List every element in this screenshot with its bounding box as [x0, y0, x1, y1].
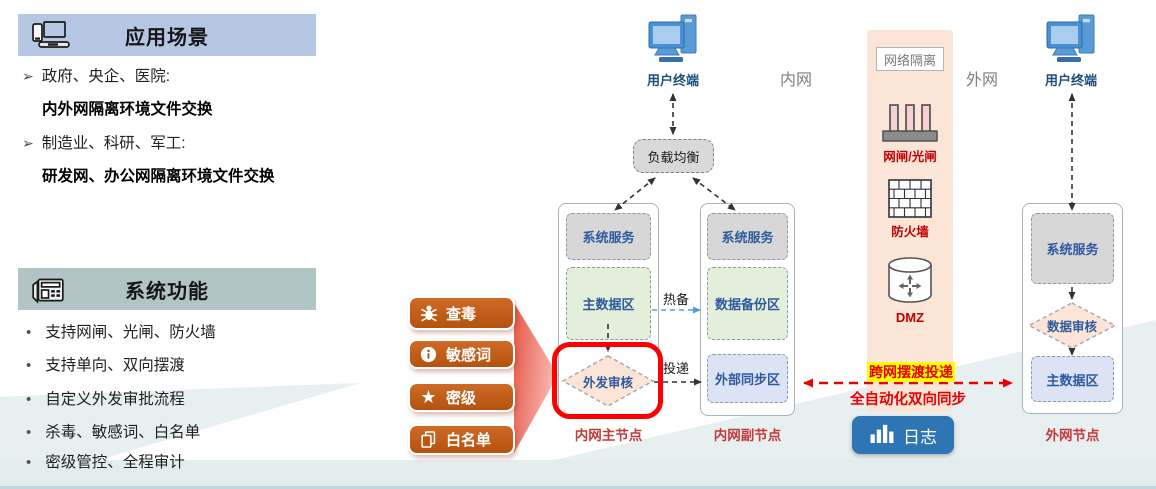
cell-external-data: 主数据区 — [1031, 356, 1114, 402]
zone-label-intranet: 内网 — [780, 72, 813, 89]
load-balancer-box: 负载均衡 — [633, 139, 714, 173]
diamond-data-review: 数据审核 — [1027, 302, 1117, 349]
feature-button-label: 白名单 — [446, 432, 492, 449]
isolation-firewall-label: 防火墙 — [891, 225, 929, 239]
isolation-dmz-label: DMZ — [895, 310, 925, 325]
feature-button-label: 密级 — [446, 389, 477, 407]
bug-icon — [418, 303, 439, 323]
function-item: 杀毒、敏感词、白名单 — [26, 420, 200, 442]
info-icon — [418, 345, 439, 364]
terminal-label-extranet: 用户终端 — [1044, 73, 1097, 88]
diamond-label: 外发审核 — [582, 375, 633, 390]
feature-button-classification[interactable]: ★ 密级 — [408, 382, 515, 412]
zone-label-extranet: 外网 — [966, 72, 999, 89]
feature-button-label: 敏感词 — [446, 346, 492, 364]
function-item: 密级管控、全程审计 — [26, 450, 185, 472]
node-label-intranet-secondary: 内网副节点 — [713, 428, 782, 443]
node-label-extranet: 外网节点 — [1045, 428, 1100, 443]
scenario-item-detail: 研发网、办公网隔离环境文件交换 — [42, 168, 275, 185]
star-icon: ★ — [420, 387, 437, 407]
scenario-item-head: 政府、央企、医院: — [22, 64, 170, 86]
isolation-gate-label: 网闸/光闸 — [883, 150, 937, 164]
feature-button-virus-scan[interactable]: 查毒 — [408, 296, 515, 330]
background-bottom-band — [0, 460, 1156, 489]
function-item: 支持网闸、光闸、防火墙 — [26, 320, 216, 342]
highlight-red-frame — [552, 342, 663, 419]
cell-external-services: 系统服务 — [1031, 213, 1114, 284]
cell-master-services: 系统服务 — [566, 213, 651, 260]
cross-transfer-label-wrap: 跨网摆渡投递 — [861, 362, 961, 382]
auto-sync-label: 全自动化双向同步 — [850, 392, 966, 408]
node-label-intranet-master: 内网主节点 — [574, 428, 643, 443]
log-button[interactable]: 日志 — [852, 416, 954, 454]
link-label-delivery: 投递 — [663, 361, 690, 376]
computer-icon — [1043, 12, 1099, 71]
diamond-outgoing-review: 外发审核 — [561, 355, 655, 407]
bar-chart-icon — [869, 422, 895, 448]
cross-transfer-label: 跨网摆渡投递 — [867, 362, 955, 382]
gate-icon — [882, 102, 938, 149]
isolation-title: 网络隔离 — [876, 47, 944, 71]
slide-bottom-line — [0, 486, 1156, 489]
isolation-band — [867, 30, 953, 412]
computer-icon — [645, 12, 701, 71]
link-label-hot-backup: 热备 — [663, 292, 690, 307]
cell-secondary-services: 系统服务 — [707, 213, 788, 260]
devices-icon — [30, 19, 72, 56]
cell-secondary-sync: 外部同步区 — [707, 354, 788, 403]
terminal-label-intranet: 用户终端 — [646, 73, 699, 88]
scenario-title: 应用场景 — [125, 26, 209, 49]
log-button-label: 日志 — [903, 427, 937, 447]
function-title: 系统功能 — [125, 280, 209, 303]
firewall-icon — [888, 179, 932, 223]
function-item: 自定义外发审批流程 — [26, 387, 185, 409]
dmz-icon — [884, 254, 936, 311]
scenario-header: 应用场景 — [18, 14, 316, 56]
scenario-item-head: 制造业、科研、军工: — [22, 131, 186, 153]
function-item: 支持单向、双向摆渡 — [26, 353, 185, 375]
scenario-item-detail: 内外网隔离环境文件交换 — [42, 101, 213, 118]
feature-button-sensitive-words[interactable]: 敏感词 — [408, 339, 515, 369]
diamond-label: 数据审核 — [1046, 320, 1097, 334]
fax-icon — [30, 273, 66, 310]
cell-secondary-backup: 数据备份区 — [707, 267, 788, 340]
feature-button-label: 查毒 — [446, 305, 477, 323]
cell-master-data: 主数据区 — [566, 267, 651, 340]
feature-button-whitelist[interactable]: 白名单 — [408, 424, 515, 455]
function-header: 系统功能 — [18, 268, 316, 310]
whitelist-icon — [418, 430, 439, 449]
